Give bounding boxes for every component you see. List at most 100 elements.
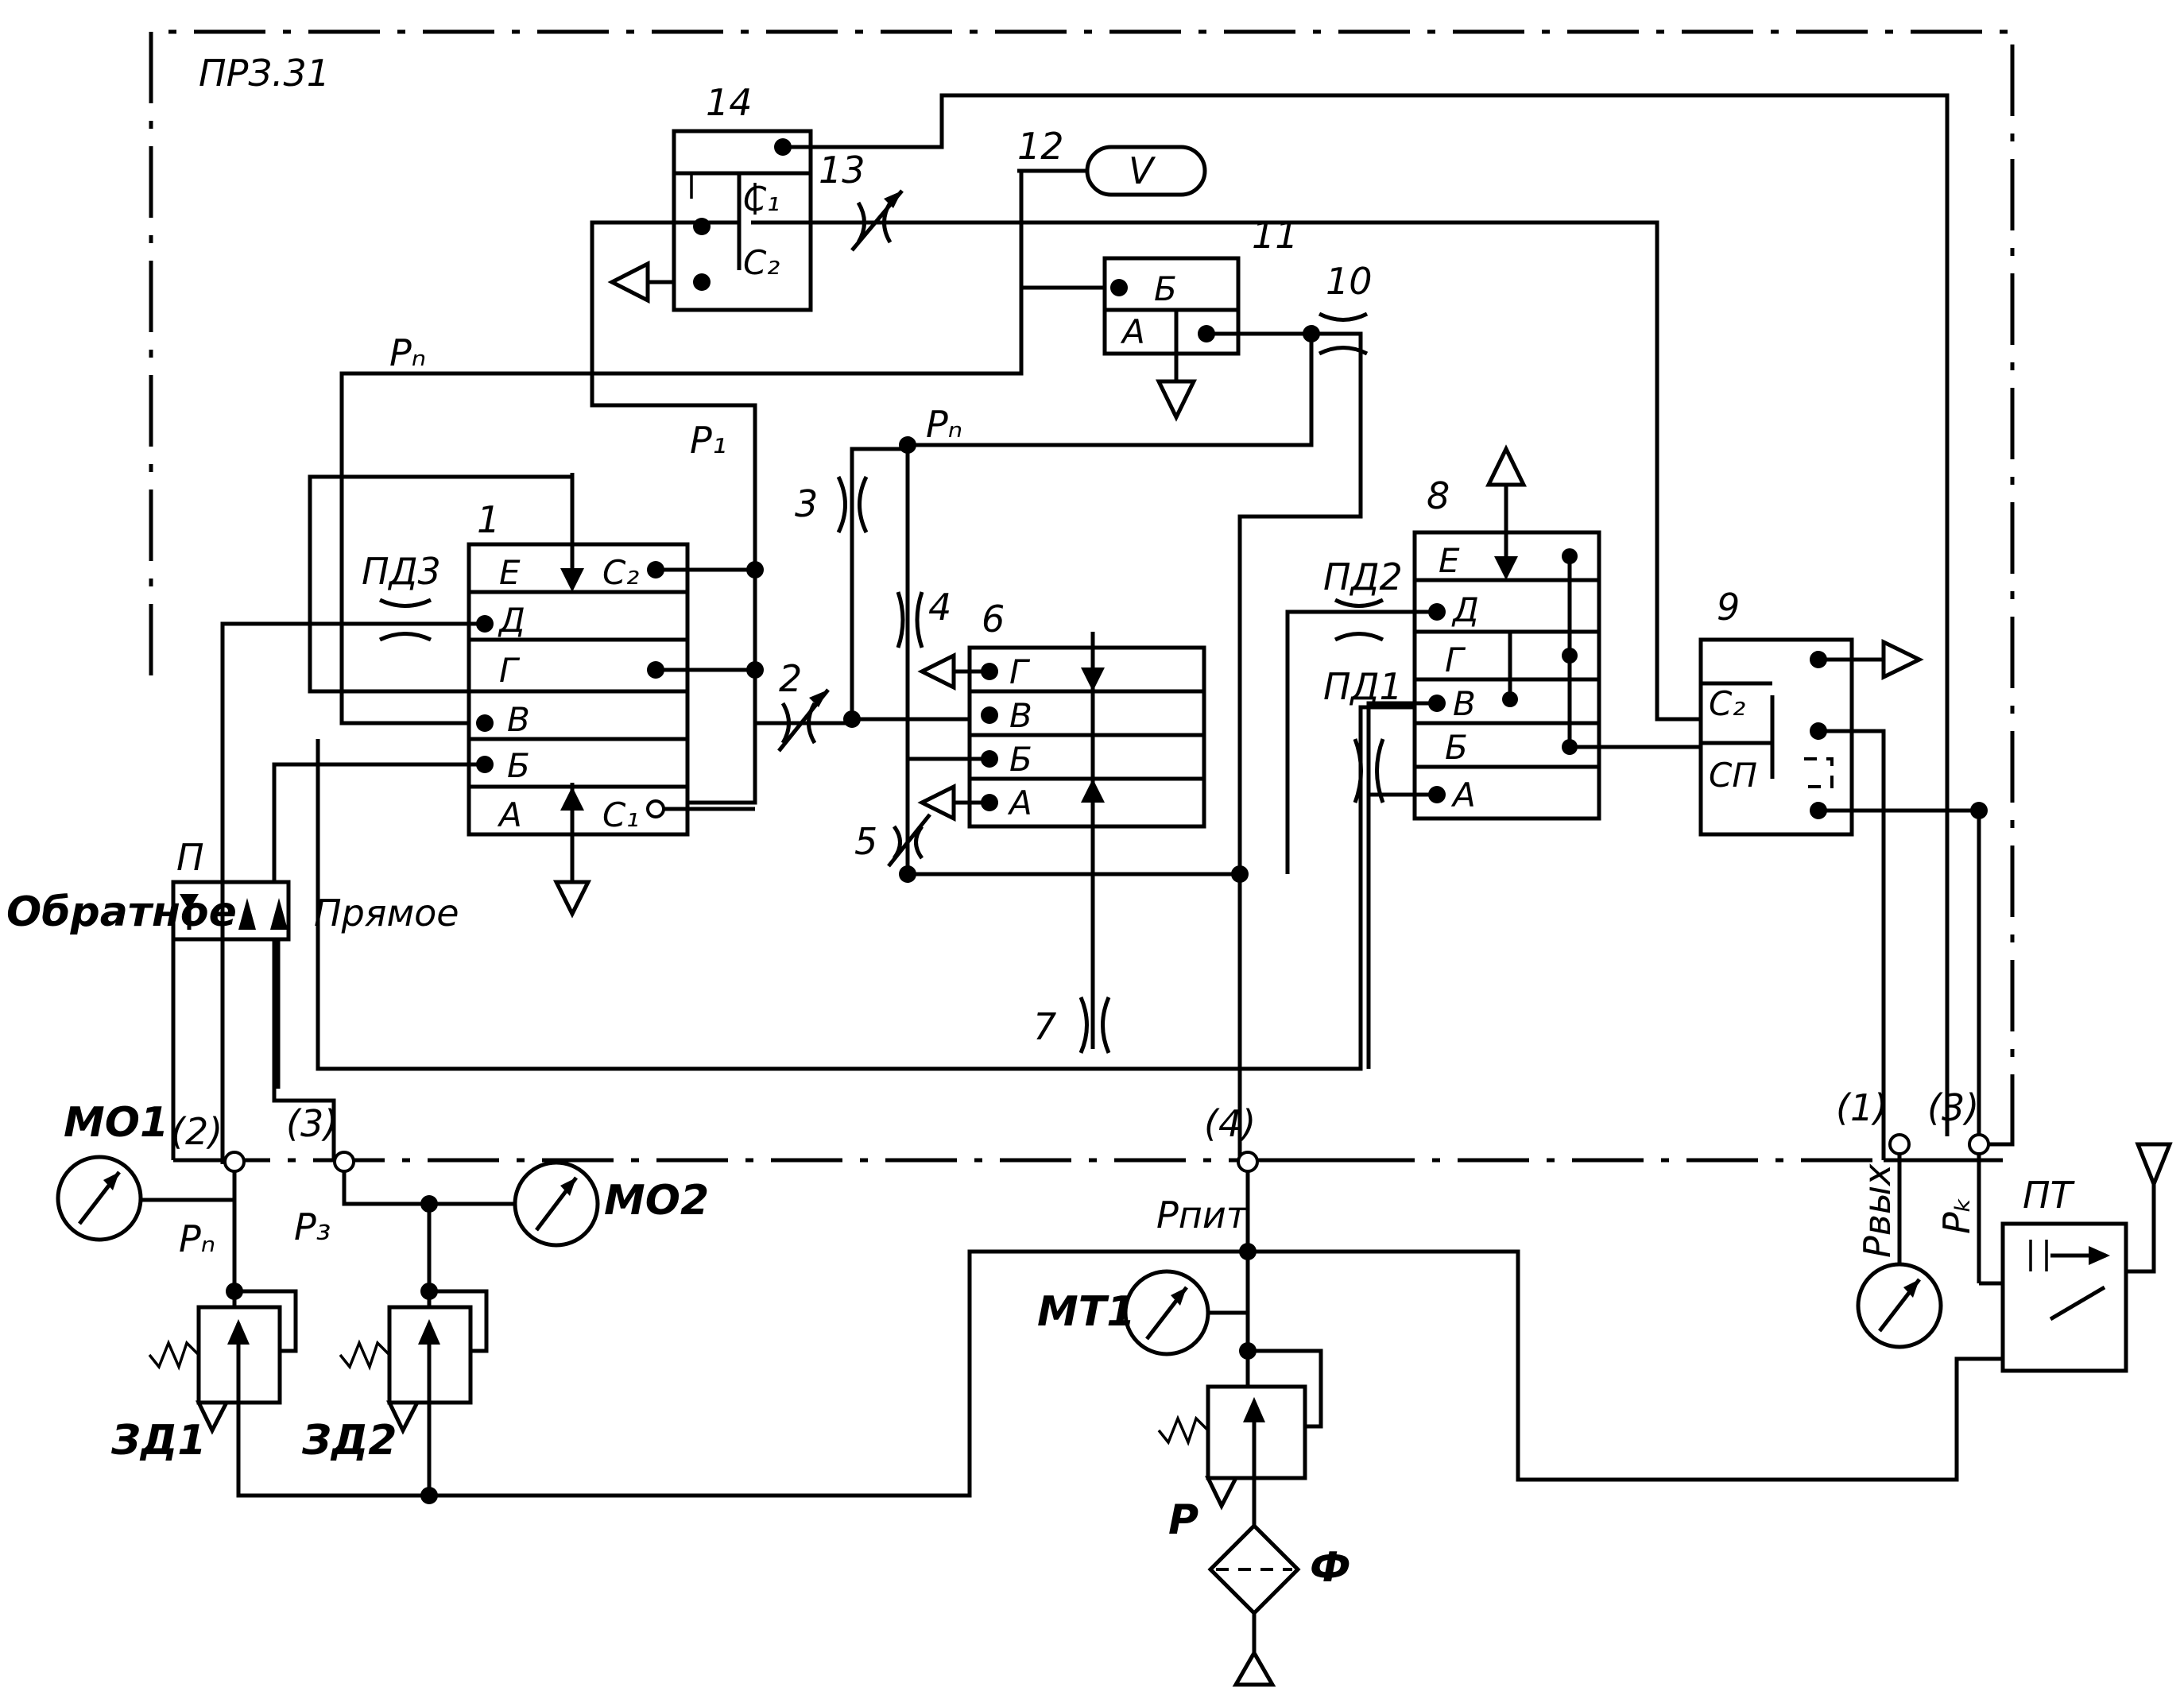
exhaust-icon bbox=[1881, 638, 1924, 681]
label-ppit: Рпит bbox=[1156, 1194, 1249, 1236]
block-14: С₁ С₂ 14 bbox=[672, 81, 813, 312]
label-pk: Рₖ bbox=[1935, 1197, 1978, 1234]
line-9-to-1 bbox=[1818, 729, 1886, 1160]
gauge-mo1-label: МО1 bbox=[64, 1099, 168, 1147]
label-12: 12 bbox=[1017, 125, 1064, 168]
label-pd2: ПД2 bbox=[1323, 555, 1403, 598]
line-label-3b: (3) bbox=[1927, 1086, 1979, 1129]
connection-2 bbox=[223, 1151, 246, 1173]
switch-direct-label: Прямое bbox=[314, 892, 459, 934]
scheme-code: ПРЗ.31 bbox=[199, 52, 330, 95]
throttle-pd3 bbox=[378, 598, 432, 642]
block-1: Е Д Г В Б А С₂ С₁ 1 bbox=[467, 473, 690, 858]
block-number-9: 9 bbox=[1717, 586, 1740, 629]
line-b-to-switch bbox=[272, 762, 485, 1160]
pressure-valve-zd2 bbox=[339, 1289, 489, 1435]
port-c1-b14: С₁ bbox=[743, 180, 780, 219]
gauge-mo2-label: МО2 bbox=[604, 1177, 709, 1225]
throttle-pd2 bbox=[1334, 598, 1384, 642]
port-c2-b14: С₂ bbox=[743, 243, 780, 282]
b1-port-c2: С₂ bbox=[602, 553, 639, 592]
b8-row-b: Б bbox=[1445, 728, 1468, 767]
exhaust-icon bbox=[552, 880, 592, 919]
connection-3 bbox=[333, 1151, 355, 1173]
block-number-6: 6 bbox=[982, 598, 1005, 640]
block-8: Е Д Г В Б А 8 bbox=[1412, 474, 1601, 821]
b8-row-a: А bbox=[1450, 776, 1476, 815]
line-14-to-right bbox=[783, 93, 1950, 1136]
b1-row-a: А bbox=[497, 795, 522, 834]
switch-p[interactable]: П bbox=[171, 836, 291, 942]
valve-zd1-label: ЗД1 bbox=[110, 1417, 206, 1465]
exhaust-icon bbox=[1155, 379, 1198, 422]
line-10-down bbox=[1237, 331, 1363, 1160]
throttle-4 bbox=[896, 591, 924, 648]
supply-source-icon bbox=[1232, 1648, 1276, 1687]
b8-row-d: Д bbox=[1451, 590, 1479, 629]
volume-v bbox=[1085, 145, 1207, 197]
b6-row-a: А bbox=[1007, 784, 1032, 822]
label-pvyh: Рвых bbox=[1856, 1163, 1899, 1258]
b9-port-sp: СП bbox=[1709, 756, 1757, 795]
block-number-14: 14 bbox=[706, 81, 753, 124]
switch-label: П bbox=[176, 836, 204, 879]
regulator-r-label: Р bbox=[1168, 1496, 1198, 1544]
b6-row-g: Г bbox=[1009, 652, 1031, 691]
pressure-relay-pt: ПТ bbox=[2000, 1174, 2128, 1373]
block-number-1: 1 bbox=[477, 498, 500, 541]
line-7-bottom bbox=[316, 705, 1415, 1071]
b9-port-c2: С₂ bbox=[1709, 684, 1745, 723]
switch-reverse-label: Обратное bbox=[6, 888, 237, 936]
b1-row-v: В bbox=[507, 700, 530, 739]
b8-row-v: В bbox=[1453, 684, 1476, 723]
b1-row-d: Д bbox=[498, 601, 525, 640]
b8-row-g: Г bbox=[1445, 640, 1466, 679]
exhaust-icon bbox=[1485, 444, 1528, 487]
b1-row-b: Б bbox=[507, 746, 530, 785]
label-pd3: ПД3 bbox=[362, 550, 441, 593]
b1-port-c1: С₁ bbox=[602, 795, 639, 834]
block-number-8: 8 bbox=[1427, 474, 1450, 517]
b6-row-b: Б bbox=[1009, 740, 1032, 779]
filter-f-label: Ф bbox=[1310, 1544, 1351, 1592]
label-pi-mid: Рₙ bbox=[926, 403, 962, 446]
line-pi-mid bbox=[905, 334, 1314, 874]
label-pz: Р₃ bbox=[294, 1205, 331, 1248]
valve-zd2-label: ЗД2 bbox=[301, 1417, 397, 1465]
connection-4 bbox=[1237, 1151, 1259, 1173]
line-p1 bbox=[590, 220, 757, 805]
line-label-2: (2) bbox=[171, 1110, 223, 1153]
block-6: Г В Б А 6 bbox=[967, 598, 1206, 1049]
b6-row-v: В bbox=[1009, 696, 1032, 735]
label-10: 10 bbox=[1326, 260, 1373, 303]
gauge-mt1-label: МТ1 bbox=[1037, 1288, 1135, 1336]
line-pi-top bbox=[339, 171, 1024, 726]
volume-label: V bbox=[1129, 149, 1156, 192]
b1-row-e: Е bbox=[499, 553, 521, 592]
throttle-7 bbox=[1078, 996, 1111, 1054]
b8-row-e: Е bbox=[1439, 541, 1460, 580]
throttle-3 bbox=[836, 475, 869, 534]
b1-row-g: Г bbox=[499, 651, 521, 690]
exhaust-icon bbox=[917, 783, 956, 822]
line-label-4: (4) bbox=[1204, 1102, 1256, 1145]
exhaust-icon bbox=[607, 260, 650, 304]
adjustable-throttle-5 bbox=[887, 813, 931, 868]
relay-pt-label: ПТ bbox=[2023, 1174, 2076, 1217]
pressure-regulator-r bbox=[1157, 1349, 1323, 1511]
adjustable-throttle-13 bbox=[850, 189, 904, 252]
block-number-11: 11 bbox=[1252, 214, 1299, 257]
label-4: 4 bbox=[928, 586, 951, 629]
label-5: 5 bbox=[854, 820, 877, 863]
block-9: С₂ СП 9 bbox=[1698, 586, 1854, 837]
filter-f-icon bbox=[1207, 1523, 1301, 1616]
exhaust-icon bbox=[917, 652, 956, 691]
label-2: 2 bbox=[779, 657, 802, 700]
pressure-valve-zd1 bbox=[148, 1289, 298, 1435]
line-label-1: (1) bbox=[1836, 1086, 1888, 1129]
label-3: 3 bbox=[795, 482, 818, 525]
label-pd1: ПД1 bbox=[1323, 665, 1403, 708]
label-pi-top: Рₙ bbox=[389, 331, 426, 374]
b11-row-b: Б bbox=[1154, 269, 1177, 308]
